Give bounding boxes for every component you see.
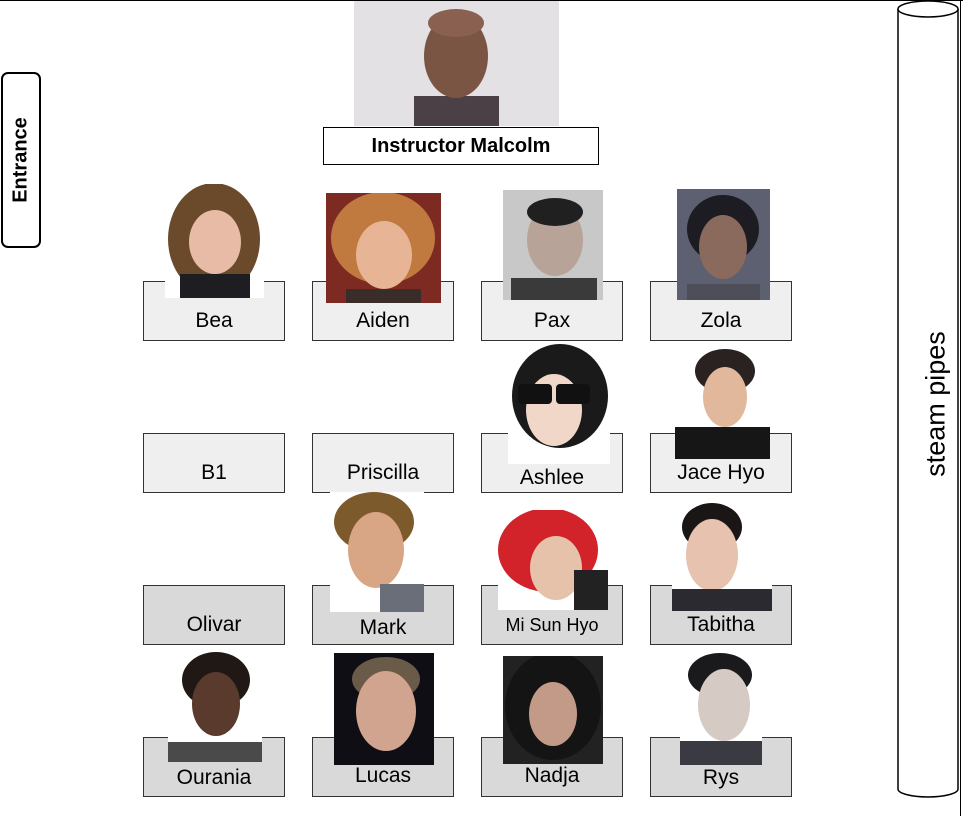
student-name-bea: Bea [195,309,233,332]
student-name-olivar: Olivar [186,613,242,636]
desk-olivar [143,585,285,645]
student-photo-tabitha [672,499,772,611]
student-photo-pax [503,190,603,300]
student-name-priscilla: Priscilla [346,461,420,484]
entrance-label: Entrance [9,117,32,203]
student-name-ourania: Ourania [176,766,252,789]
student-name-mark: Mark [359,616,407,639]
student-photo-bea [165,184,264,298]
student-name-mi-sun-hyo: Mi Sun Hyo [505,615,599,635]
student-name-ashlee: Ashlee [519,466,585,489]
instructor-photo [354,1,559,126]
student-name-pax: Pax [533,309,571,332]
student-photo-mark [330,492,424,612]
frame-border-top [0,0,963,1]
student-name-jace-hyo: Jace Hyo [677,461,765,484]
student-name-lucas: Lucas [354,764,412,787]
student-photo-nadja [503,656,603,764]
instructor-name-label: Instructor Malcolm [323,127,599,165]
student-name-zola: Zola [700,309,742,332]
student-photo-lucas [334,653,434,765]
student-photo-aiden [326,193,441,303]
desk-b1 [143,433,285,493]
student-name-b1: B1 [201,461,227,484]
student-photo-mi-sun-hyo [498,510,608,610]
entrance-box: Entrance [1,72,41,248]
student-photo-ashlee [508,344,610,464]
student-photo-rys [680,649,762,765]
steam-pipes-label: steam pipes [920,331,951,477]
student-photo-jace-hyo [675,347,770,459]
frame-border-right [960,0,961,816]
student-name-rys: Rys [702,766,740,789]
student-name-tabitha: Tabitha [687,613,755,636]
student-photo-ourania [168,650,262,762]
student-name-nadja: Nadja [524,764,580,787]
student-photo-zola [677,189,770,300]
desk-priscilla [312,433,454,493]
student-name-aiden: Aiden [356,309,410,332]
steam-pipes-cylinder [897,0,959,798]
